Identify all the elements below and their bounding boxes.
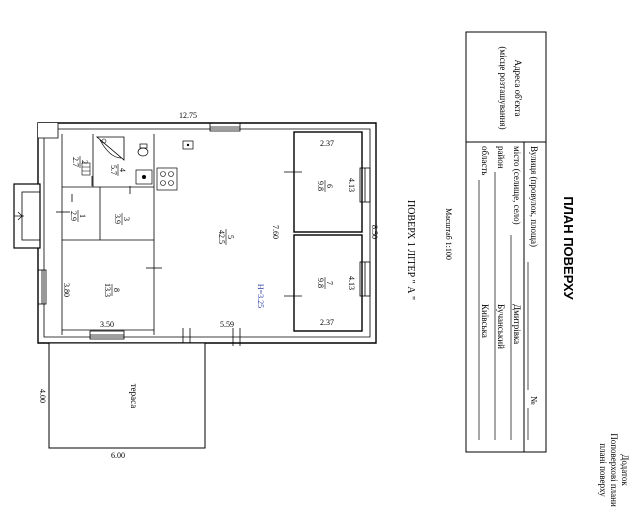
svg-text:3.9: 3.9 [113,214,122,224]
windows [37,122,371,340]
dim-room6-width: 2.37 [320,139,334,148]
dim-terrace-width: 6.00 [111,451,125,460]
appendix-note: Додаток Поповерхові плани плані поверху [598,433,630,507]
room-4-label: 4 5.7 [109,164,127,176]
room-2-label: 2 2.7 [71,156,89,168]
row-city-label: місто (селище, село) [512,146,522,225]
svg-text:9.8: 9.8 [316,181,325,191]
svg-text:плані поверху: плані поверху [598,443,608,497]
scale-label: Масштаб 1:100 [444,208,453,260]
svg-text:1: 1 [78,214,87,218]
address-heading-1: Адреса об'єкта [513,59,523,116]
dim-top: 12.75 [179,111,197,120]
toilet-icon [137,143,149,157]
room-1-label: 1 2.9 [69,210,87,222]
stove-icon [156,167,178,191]
bathtub-icon [95,136,125,161]
dim-bottom-mid: 5.59 [220,320,234,329]
svg-text:Поповерхові плани: Поповерхові плани [609,433,619,507]
dim-right-upper: 4.13 [347,178,356,192]
terrace-label: тераса [129,384,139,409]
svg-text:3: 3 [122,217,131,221]
svg-text:4: 4 [118,168,127,172]
sheet-title: ПЛАН ПОВЕРХУ [561,196,576,300]
row-district-value: Бучанський [496,304,506,349]
svg-text:2.7: 2.7 [71,157,80,167]
svg-text:7: 7 [325,281,334,285]
room-8-label: 8 13.3 [103,283,121,297]
title-block: Адреса об'єкта (місце розташування) Вули… [465,31,547,453]
row-city-value: Дмитрівка [512,304,522,344]
svg-text:9.8: 9.8 [316,278,325,288]
room-6-label: 6 9.8 [316,180,334,192]
svg-text:2.9: 2.9 [69,211,78,221]
svg-text:Додаток: Додаток [620,454,630,486]
dim-bottom-left: 3.50 [100,320,114,329]
svg-text:5: 5 [226,235,235,239]
svg-text:2: 2 [80,160,89,164]
address-heading-2: (місце розташування) [498,46,508,129]
room-labels: 2 2.7 4 5.7 1 2.9 3 3.9 5 42.5 6 9.8 [69,156,334,308]
terrace: тераса [48,342,206,449]
height-mark: H=3.25 [256,284,265,308]
row-street-label: Вулиця (провулок, площа) [529,146,539,247]
boiler-icon [182,140,194,150]
svg-text:6: 6 [325,184,334,188]
dim-terrace-depth: 4.00 [38,389,47,403]
room-3-label: 3 3.9 [113,213,131,225]
svg-text:13.3: 13.3 [103,283,112,297]
row-region-label: область [480,146,490,175]
svg-text:8: 8 [112,288,121,292]
row-region-value: Київська [480,304,490,338]
svg-text:42.5: 42.5 [217,230,226,244]
room-7-label: 7 9.8 [316,277,334,289]
number-sign: № [529,396,539,405]
dimension-labels: 12.75 8.50 4.13 4.13 2.37 2.37 7.60 3.80… [38,111,379,460]
dim-room8-depth: 3.80 [62,283,71,297]
row-district-label: район [496,146,506,169]
small-fixture-icon [81,162,91,176]
room-6-walls [293,131,363,233]
floor-label: ПОВЕРХ 1 ЛІТЕР " А " [405,200,416,300]
room-7-walls [293,234,363,332]
room-5-label: 5 42.5 [217,229,235,245]
door-marks [56,171,302,346]
sink-icon [135,169,153,185]
dim-right-lower: 4.13 [347,276,356,290]
svg-text:5.7: 5.7 [109,165,118,175]
building-outline [13,122,377,346]
entrance-porch [13,183,41,249]
dim-room7-width: 2.37 [320,318,334,327]
dim-room5-depth: 7.60 [271,225,280,239]
dim-right: 8.50 [370,225,379,239]
